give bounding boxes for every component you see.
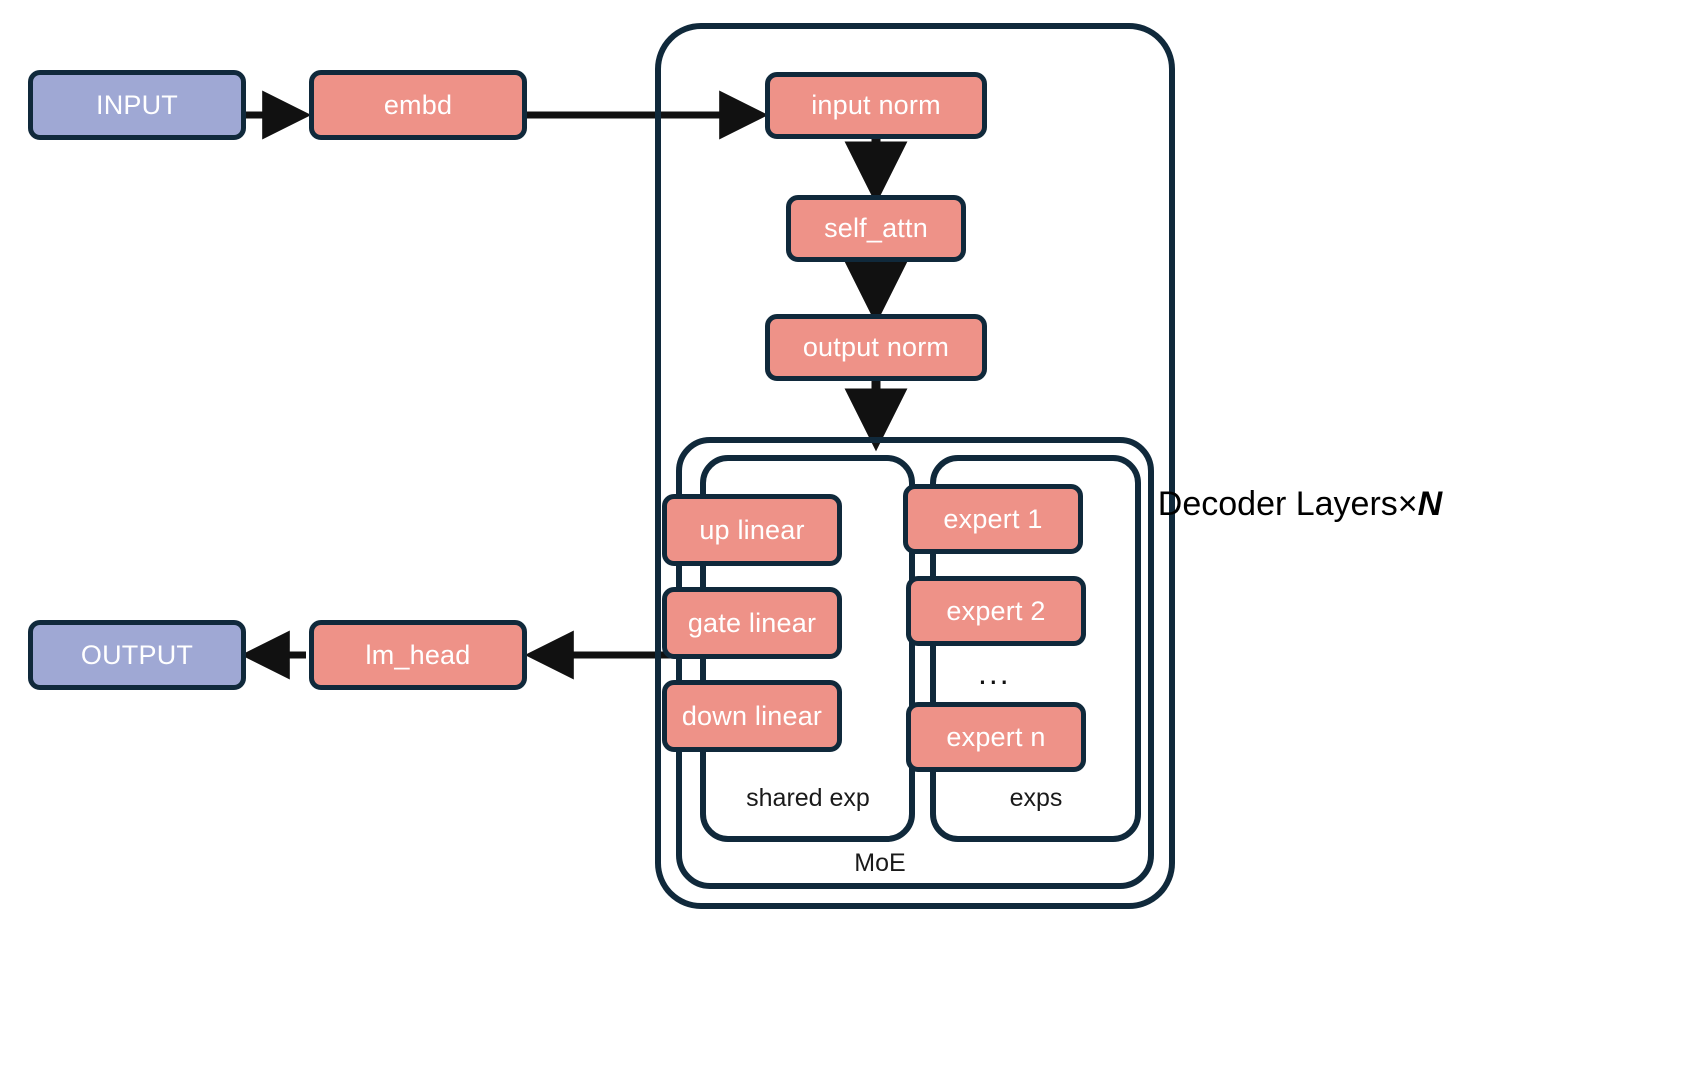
moe-container bbox=[676, 437, 1154, 889]
node-expert-1[interactable]: expert 1 bbox=[903, 484, 1083, 554]
experts-ellipsis: ... bbox=[978, 655, 1011, 691]
node-expert-n[interactable]: expert n bbox=[906, 702, 1086, 772]
node-expert-2[interactable]: expert 2 bbox=[906, 576, 1086, 646]
decoder-layers-container bbox=[655, 23, 1175, 909]
caption-decoder-layers-prefix: Decoder Layers× bbox=[1157, 485, 1418, 523]
node-self-attn[interactable]: self_attn bbox=[786, 195, 966, 262]
node-input-norm[interactable]: input norm bbox=[765, 72, 987, 139]
node-gate-linear[interactable]: gate linear bbox=[662, 587, 842, 659]
label-exps: exps bbox=[1009, 784, 1063, 812]
caption-decoder-layers-count: N bbox=[1417, 485, 1443, 523]
node-embd[interactable]: embd bbox=[309, 70, 527, 140]
experts-container bbox=[930, 455, 1141, 842]
caption-decoder-layers: Decoder Layers×N bbox=[1158, 487, 1442, 521]
label-shared-exp: shared exp bbox=[746, 784, 870, 812]
node-lm-head[interactable]: lm_head bbox=[309, 620, 527, 690]
node-up-linear[interactable]: up linear bbox=[662, 494, 842, 566]
node-output[interactable]: OUTPUT bbox=[28, 620, 246, 690]
node-input[interactable]: INPUT bbox=[28, 70, 246, 140]
label-moe: MoE bbox=[854, 849, 906, 877]
node-output-norm[interactable]: output norm bbox=[765, 314, 987, 381]
node-down-linear[interactable]: down linear bbox=[662, 680, 842, 752]
